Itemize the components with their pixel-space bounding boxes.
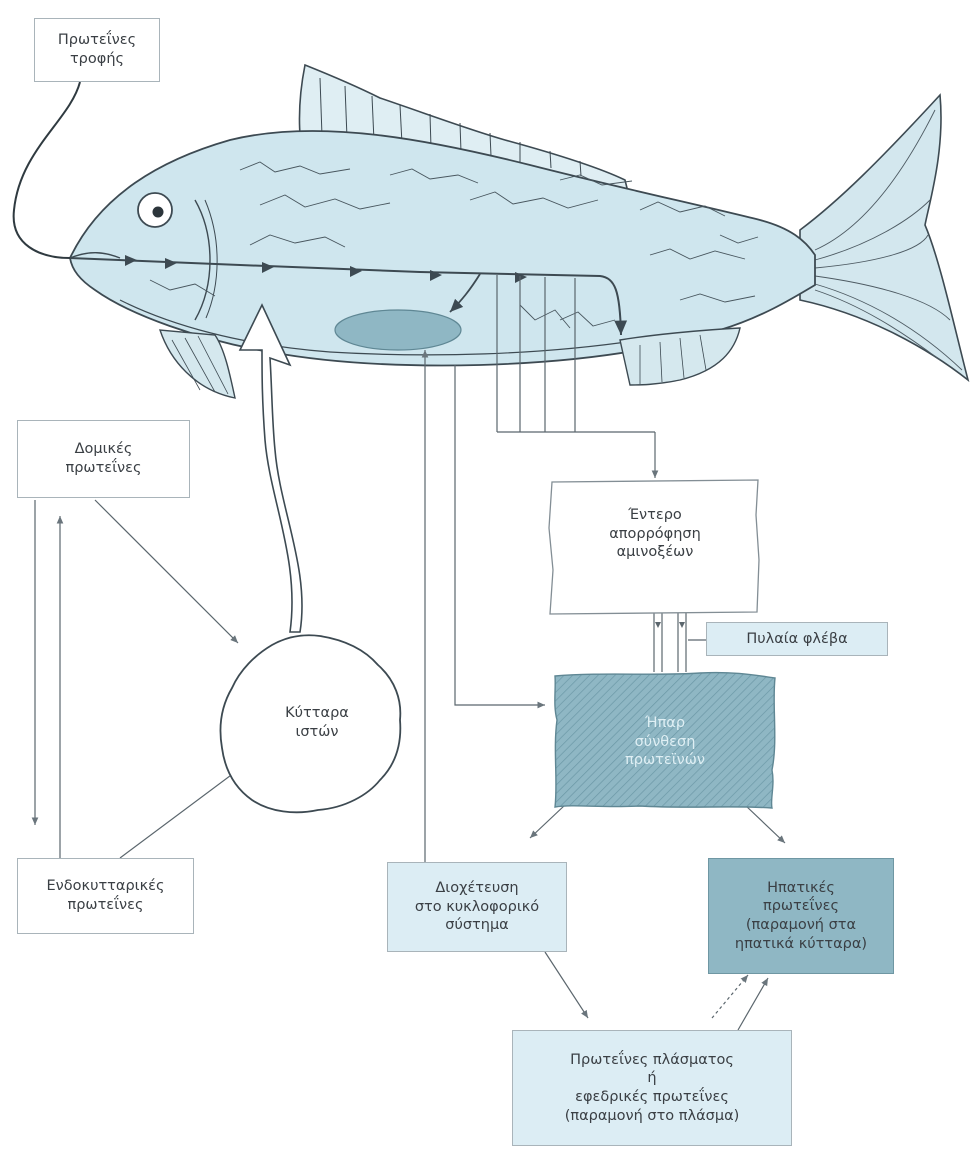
dietary-proteins-box: Πρωτεΐνες τροφής [34, 18, 160, 82]
dietary-proteins-label: Πρωτεΐνες τροφής [58, 31, 136, 68]
fish-illustration [70, 65, 968, 398]
intracellular-proteins-label: Ενδοκυτταρικές πρωτεΐνες [47, 877, 165, 914]
intake-line [14, 82, 80, 258]
intracellular-proteins-box: Ενδοκυτταρικές πρωτεΐνες [17, 858, 194, 934]
structural-proteins-box: Δομικές πρωτεΐνες [17, 420, 190, 498]
circulation-label: Διοχέτευση στο κυκλοφορικό σύστημα [415, 879, 539, 935]
liver-organ [335, 310, 461, 350]
hepatic-proteins-label: Ηπατικές πρωτεΐνες (παραμονή στα ηπατικά… [735, 879, 867, 953]
intestine-text: Έντερο απορρόφηση αμινοξέων [556, 492, 754, 576]
plasma-proteins-label: Πρωτεΐνες πλάσματος ή εφεδρικές πρωτεΐνε… [565, 1051, 740, 1125]
liver-synthesis-label: Ήπαρ σύνθεση πρωτεϊνών [625, 714, 705, 770]
anal-fin [620, 328, 740, 385]
portal-vein-box: Πυλαία φλέβα [706, 622, 888, 656]
tail-fin [800, 95, 968, 380]
structural-proteins-label: Δομικές πρωτεΐνες [66, 440, 142, 477]
liver-synthesis-text: Ήπαρ σύνθεση πρωτεϊνών [570, 700, 760, 784]
intestine-absorption-label: Έντερο απορρόφηση αμινοξέων [609, 506, 701, 562]
portal-vein-label: Πυλαία φλέβα [746, 630, 847, 649]
hepatic-proteins-box: Ηπατικές πρωτεΐνες (παραμονή στα ηπατικά… [708, 858, 894, 974]
tissue-cells-text: Κύτταρα ιστών [252, 690, 382, 756]
circulation-box: Διοχέτευση στο κυκλοφορικό σύστημα [387, 862, 567, 952]
plasma-proteins-box: Πρωτεΐνες πλάσματος ή εφεδρικές πρωτεΐνε… [512, 1030, 792, 1146]
tissue-cells-label: Κύτταρα ιστών [285, 704, 349, 741]
